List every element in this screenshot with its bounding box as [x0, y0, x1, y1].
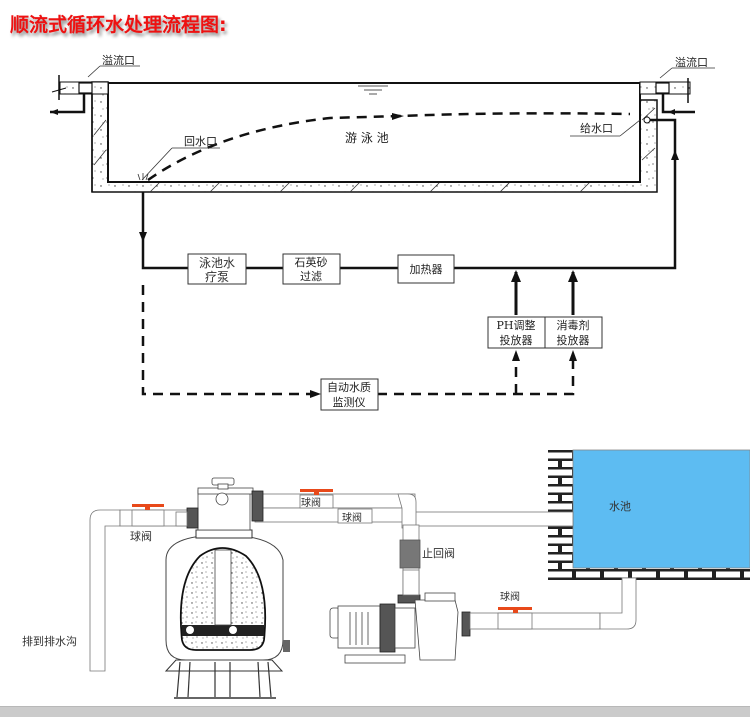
svg-text:泳池水: 泳池水 [199, 256, 235, 270]
pool-label: 游 泳 池 [345, 131, 389, 145]
wall-hatching [93, 107, 656, 193]
filter-outlet-pipe [254, 493, 416, 509]
drain-pipe [89, 509, 121, 672]
svg-text:消毒剂: 消毒剂 [557, 318, 590, 332]
sand-filter [164, 477, 290, 699]
page-title: 顺流式循环水处理流程图: [10, 14, 227, 36]
svg-text:监测仪: 监测仪 [333, 396, 366, 409]
ball-valve-1-label: 球阀 [130, 529, 152, 543]
right-overflow-box [655, 82, 670, 94]
heater-box: 加热器 [397, 254, 455, 284]
flow-arrow-icon [392, 113, 404, 120]
ball-valve-1[interactable] [131, 509, 165, 527]
pool-basin [107, 82, 641, 183]
supply-inlet-label: 给水口 [580, 122, 613, 135]
filter-inlet-pipe [254, 507, 416, 523]
ph-dosing-box: PH调整 投放器 [487, 316, 546, 349]
overflow-right-label: 溢流口 [675, 55, 708, 69]
svg-text:投放器: 投放器 [557, 333, 590, 347]
pump-box: 泳池水 疗泵 [187, 253, 247, 285]
water-level-icon [358, 85, 388, 95]
return-inlet-icon [137, 173, 149, 181]
left-overflow-pipe [50, 93, 86, 114]
circulation-pipe [141, 118, 677, 270]
monitor-box: 自动水质 监测仪 [320, 378, 379, 411]
drain-label: 排到排水沟 [22, 634, 77, 648]
equipment-illustration: 水池 止回阀 球阀 球阀 球阀 排到排水沟 [22, 449, 750, 699]
svg-text:石英砂: 石英砂 [295, 255, 328, 269]
check-valve-label: 止回阀 [422, 546, 455, 560]
water-pool [572, 449, 750, 569]
ball-valve-2-label: 球阀 [301, 496, 321, 509]
overflow-left-label: 溢流口 [102, 53, 135, 67]
right-overflow-pipe [661, 93, 695, 114]
supply-inlet-icon [643, 116, 651, 124]
return-inlet-label: 回水口 [184, 135, 217, 148]
monitor-sample-line [141, 285, 318, 396]
svg-text:加热器: 加热器 [410, 263, 443, 276]
ball-valve-3-label: 球阀 [342, 511, 362, 524]
svg-text:疗泵: 疗泵 [205, 270, 229, 284]
svg-text:过滤: 过滤 [300, 270, 322, 283]
ball-valve-4-label: 球阀 [500, 590, 520, 603]
pool-schematic: 溢流口 溢流口 游 泳 池 回水口 给水口 [50, 53, 715, 411]
ball-valve-4[interactable] [497, 612, 533, 630]
water-pool-label: 水池 [609, 500, 631, 513]
svg-text:投放器: 投放器 [500, 333, 533, 347]
disinfectant-dosing-box: 消毒剂 投放器 [544, 316, 603, 349]
svg-text:自动水质: 自动水质 [327, 381, 371, 394]
footer-bar [0, 706, 750, 717]
left-overflow-box [78, 82, 93, 94]
check-valve [399, 539, 421, 569]
ball-valve-3[interactable] [337, 508, 373, 524]
sand-filter-box: 石英砂 过滤 [282, 253, 341, 285]
monitor-control-line [377, 357, 575, 396]
circulation-pump [329, 569, 471, 664]
svg-text:PH调整: PH调整 [497, 318, 536, 332]
